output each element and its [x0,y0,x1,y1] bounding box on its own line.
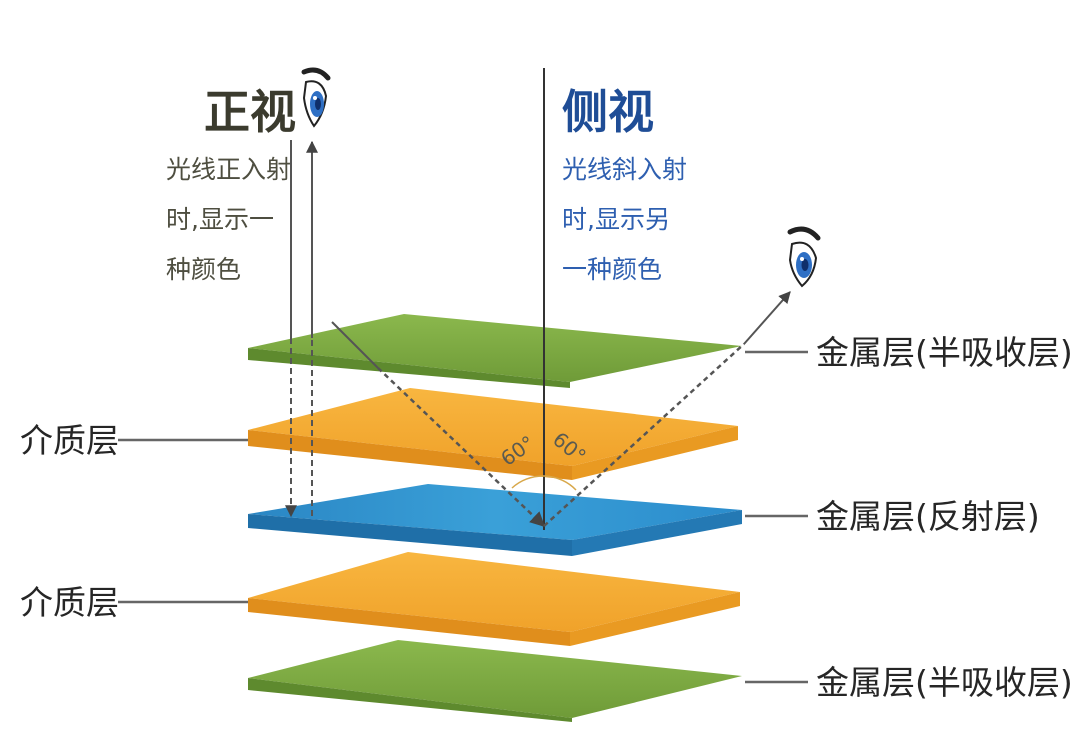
layer-upper-dielectric [248,388,738,480]
label-upper-dielectric: 介质层 [20,421,119,460]
side-reflected-ray-inside [543,343,745,527]
label-reflective-metal: 金属层(反射层) [816,497,1040,536]
layer-reflective-metal [248,484,742,556]
label-top-metal: 金属层(半吸收层) [816,333,1073,372]
front-view-desc-line-3: 种颜色 [166,255,241,284]
angle-arc [511,475,577,491]
side-reflected-ray [743,291,791,345]
eye-icon [301,67,331,128]
layer-lower-dielectric [248,552,740,646]
front-view-desc-line-2: 时,显示一 [166,205,274,234]
label-bottom-metal: 金属层(半吸收层) [816,663,1073,702]
side-view-desc-line-2: 时,显示另 [562,205,670,234]
front-view-title: 正视 [204,85,296,139]
layer-top-metal [248,314,742,388]
eye-icon [787,226,821,288]
side-view-title: 侧视 [562,85,654,139]
side-incident-ray-inside [377,367,546,528]
label-lower-dielectric: 介质层 [20,583,119,622]
side-incident-ray [331,321,379,369]
front-view-desc-line-1: 光线正入射 [166,155,291,184]
side-view-desc-line-1: 光线斜入射 [562,155,687,184]
layer-bottom-metal [248,640,742,722]
side-view-desc-line-3: 一种颜色 [562,255,662,284]
